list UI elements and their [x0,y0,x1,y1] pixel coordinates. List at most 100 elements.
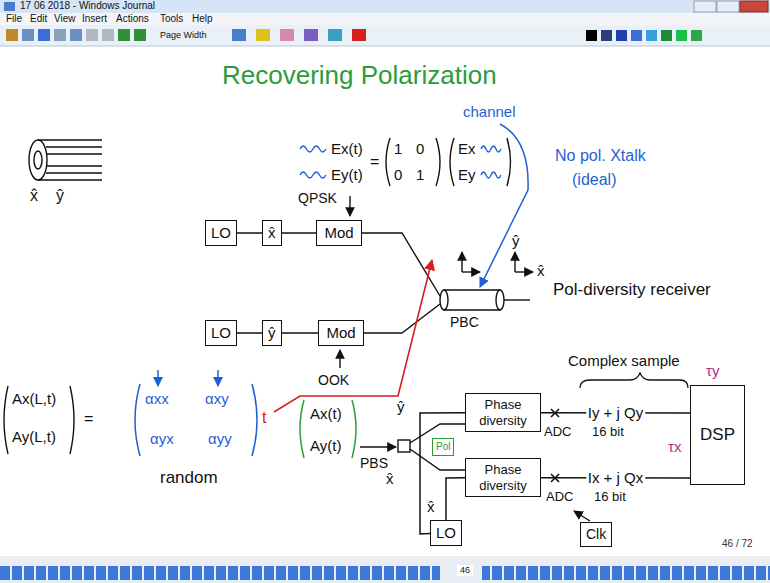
input-arrow [360,446,396,447]
axis-arrow [514,252,515,272]
color-swatch [601,30,612,41]
signal-line [282,332,319,334]
matrix-entry: αyx [150,430,174,448]
polarization-box: Pol [432,438,454,456]
matrix-brackets [135,370,257,456]
node-text: LO [211,324,231,342]
toolbar [0,25,770,46]
node-text: Mod [324,324,358,342]
component-label: ADC [544,424,571,440]
signal-label: Ix + j Qx [586,469,645,487]
matrix-entry: αxy [205,390,229,408]
qpsk-arrow [349,196,350,216]
phase-diversity-box: Phase diversity [465,458,541,497]
diagram-title: Recovering Polarization [222,60,497,91]
wire [362,233,440,296]
wave-symbol [481,146,501,152]
note: random [160,468,218,488]
node-text: ŷ [268,324,276,342]
bracket [70,386,74,454]
channel-pointer [480,124,528,287]
clock-box: Clk [580,522,612,547]
axis-label: ŷ [512,232,520,250]
axis-label: x̂ [386,470,394,488]
field-symbol: Ex [458,140,476,158]
wave-symbol [300,172,326,178]
time-symbol: t [262,408,266,427]
toolbar-icon [38,29,50,41]
page-counter: 46 / 72 [722,538,753,550]
node-text: x̂ [268,224,276,242]
menu-item: Tools [160,13,183,25]
zoom-setting: Page Width [160,30,207,41]
matrix-entry: αyy [208,430,232,448]
toolbar-icon [22,29,34,41]
vector-brackets [4,386,74,454]
fiber-end [496,290,504,310]
pen-icon [232,29,246,41]
bracket [252,384,257,456]
polarization-axes [462,252,533,272]
eraser-icon [280,29,294,41]
signal-line [420,413,465,534]
page-strip [482,566,770,580]
color-swatch [676,30,687,41]
bracket [386,138,390,186]
menu-item: Help [192,13,213,25]
page-strip [0,566,440,580]
equals-sign: = [370,152,379,171]
polarizer-box: x̂ [262,220,282,246]
component-label: ADC [546,489,573,505]
signal-line [446,478,465,520]
combiner [362,233,530,333]
toolbar-icon [54,29,66,41]
modulator-box: Mod [316,220,362,246]
axis-arrow [461,252,462,272]
delay-symbol: τx [668,438,681,456]
window-title: 17 06 2018 - Windows Journal [20,0,155,12]
wave-symbol [300,146,326,152]
insert-icon [328,29,342,41]
ook-arrow [339,350,340,368]
clock-arrow [574,511,590,521]
toolbar-icon [134,29,146,41]
field-symbol: Ex(t) [331,140,363,158]
signal-line [237,332,262,334]
bracket [507,138,511,186]
axis-label: x̂ [537,262,545,280]
field-symbol: Ey(t) [331,166,363,184]
local-oscillator-box: LO [430,520,462,546]
menu-item: Actions [116,13,149,25]
node-text: LO [436,524,456,542]
node-text: Mod [322,224,356,242]
color-swatch [586,30,597,41]
dsp-box: DSP [690,385,745,485]
color-swatch [631,30,642,41]
component-label: PBC [450,314,479,331]
node-text: Clk [586,526,606,543]
bracket [4,386,8,454]
bracket [352,400,356,458]
matrix-entry: 1 [394,140,402,158]
annotation-arrow [274,260,432,412]
vector-brackets [300,400,356,458]
phase-diversity-box: Phase diversity [465,393,541,432]
color-swatch [691,30,702,41]
field-symbol: Ax(L,t) [12,390,56,408]
node-text: LO [211,224,231,242]
highlighter-icon [256,29,270,41]
adc-marks [551,409,559,482]
matrix-entry: αxx [145,390,169,408]
equals-sign: = [84,409,93,428]
splitter-cube [398,440,410,452]
component-label: PBS [360,455,388,472]
fiber-bundle [29,140,102,180]
toolbar-icon [70,29,82,41]
matrix-brackets [386,138,511,186]
modulation-label: QPSK [298,190,337,207]
title-bar [0,0,770,13]
color-swatch [661,30,672,41]
node-text: Phase diversity [471,397,535,428]
node-text: Pol [436,441,450,453]
